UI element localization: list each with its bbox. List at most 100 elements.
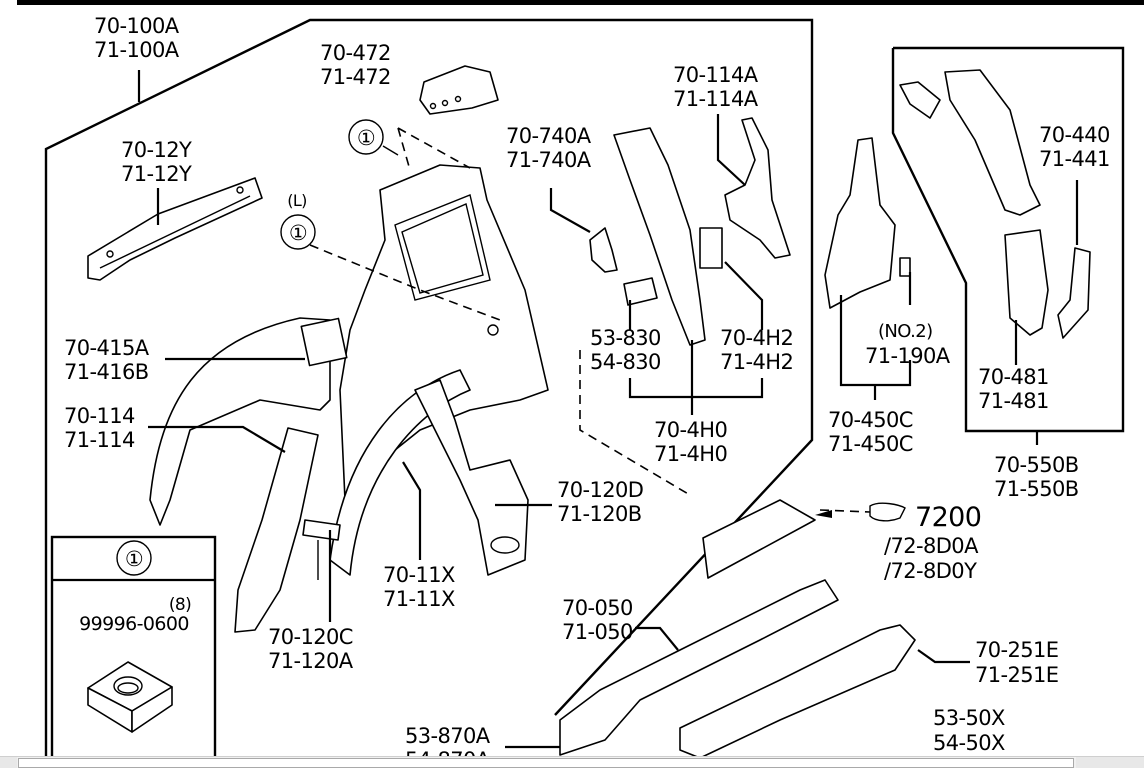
part-050-sill <box>559 579 839 756</box>
svg-text:70-450C: 70-450C <box>828 408 913 432</box>
leader-lines <box>148 114 1079 749</box>
clip-icon <box>869 502 906 522</box>
part-label-481: 70-481 71-481 <box>978 365 1049 413</box>
part-label-7200: 7200 /72-8D0A /72-8D0Y <box>884 502 982 583</box>
svg-text:71-120A: 71-120A <box>268 649 354 673</box>
svg-text:70-481: 70-481 <box>978 365 1049 389</box>
scroll-right-area[interactable] <box>1076 757 1144 768</box>
svg-text:70-120C: 70-120C <box>268 625 353 649</box>
callout-1-top: ① <box>357 126 375 150</box>
svg-text:70-415A: 70-415A <box>64 336 150 360</box>
svg-text:70-740A: 70-740A <box>506 124 592 148</box>
part-label-830: 53-830 54-830 <box>590 326 661 374</box>
scroll-left-button[interactable] <box>0 757 17 768</box>
part-label-251e: 70-251E 71-251E <box>975 638 1059 687</box>
svg-text:53-830: 53-830 <box>590 326 661 350</box>
svg-text:(NO.2): (NO.2) <box>878 321 933 342</box>
top-border-bar <box>17 0 1144 5</box>
svg-text:70-440: 70-440 <box>1039 123 1110 147</box>
part-450c-panel <box>824 137 911 309</box>
svg-text:70-114A: 70-114A <box>673 63 759 87</box>
svg-text:70-4H0: 70-4H0 <box>654 418 727 442</box>
svg-text:71-120B: 71-120B <box>557 502 642 526</box>
part-label-740a: 70-740A 71-740A <box>506 124 592 172</box>
part-label-4h0: 70-4H0 71-4H0 <box>654 418 728 466</box>
svg-text:71-11X: 71-11X <box>383 587 455 611</box>
scrollbar-thumb[interactable] <box>18 758 1074 768</box>
callout-circle-icon <box>280 214 316 250</box>
svg-text:71-4H0: 71-4H0 <box>654 442 727 466</box>
svg-text:70-11X: 70-11X <box>383 563 455 587</box>
part-label-472: 70-472 71-472 <box>320 41 391 89</box>
part-label-11x: 70-11X 71-11X <box>383 563 456 611</box>
callout-circle-icon <box>348 119 384 155</box>
part-550b-pieces <box>899 69 1091 339</box>
part-12y-rail <box>87 177 263 281</box>
svg-text:71-550B: 71-550B <box>994 477 1079 501</box>
part-label-050: 70-050 71-050 <box>562 596 633 644</box>
part-251e-sill <box>679 624 916 759</box>
sub-assembly-frame-550b <box>891 46 1125 433</box>
svg-text:71-100A: 71-100A <box>94 38 180 62</box>
part-120d-bracket <box>414 379 529 576</box>
part-label-415a: 70-415A 71-416B <box>64 336 150 384</box>
svg-text:53-870A: 53-870A <box>405 724 491 748</box>
svg-text:71-481: 71-481 <box>978 389 1049 413</box>
inset-part-number: 99996-0600 <box>79 613 189 635</box>
part-label-50x: 53-50X 54-50X <box>933 706 1006 755</box>
main-assembly-frame <box>44 18 814 760</box>
callout-left-note: (L) <box>287 191 307 210</box>
part-label-114: 70-114 71-114 <box>64 404 136 452</box>
part-label-190a: (NO.2) 71-190A <box>865 321 951 368</box>
svg-text:70-100A: 70-100A <box>94 14 180 38</box>
assembly-dashed-lines <box>309 127 871 513</box>
part-4h2-clip <box>699 227 723 269</box>
part-label-120c: 70-120C 71-120A <box>268 625 354 673</box>
callout-circle-icon <box>116 540 152 576</box>
svg-text:54-50X: 54-50X <box>933 731 1005 755</box>
part-415a-wheelhouse <box>149 317 348 526</box>
part-label-440: 70-440 71-441 <box>1039 123 1110 171</box>
inset-header: ① <box>125 547 143 571</box>
part-label-114a: 70-114A 71-114A <box>673 63 759 111</box>
svg-text:71-441: 71-441 <box>1039 147 1110 171</box>
inset-quantity: (8) <box>169 595 191 615</box>
part-label-450c: 70-450C 71-450C <box>828 408 913 456</box>
svg-text:70-12Y: 70-12Y <box>121 138 192 162</box>
svg-text:71-472: 71-472 <box>320 65 391 89</box>
svg-text:70-120D: 70-120D <box>557 478 643 502</box>
leader-line <box>382 145 399 156</box>
svg-text:53-50X: 53-50X <box>933 706 1005 730</box>
part-label-550b: 70-550B 71-550B <box>994 453 1079 501</box>
horizontal-scrollbar[interactable] <box>0 756 1144 768</box>
svg-text:71-450C: 71-450C <box>828 432 913 456</box>
part-label-main-assembly: 70-100A 71-100A <box>94 14 180 62</box>
svg-text:70-4H2: 70-4H2 <box>720 326 793 350</box>
part-114-pillar <box>234 427 319 633</box>
part-label-4h2: 70-4H2 71-4H2 <box>720 326 794 374</box>
part-114a-panel <box>724 117 791 259</box>
svg-text:71-12Y: 71-12Y <box>121 162 192 186</box>
callout-1-left: ① <box>289 221 307 245</box>
svg-text:54-830: 54-830 <box>590 350 661 374</box>
svg-text:7200: 7200 <box>915 502 981 533</box>
svg-text:70-114: 70-114 <box>64 404 135 428</box>
part-740a-bracket <box>589 227 618 273</box>
part-472-bracket <box>419 65 499 115</box>
part-label-12y: 70-12Y 71-12Y <box>121 138 193 186</box>
svg-text:/72-8D0Y: /72-8D0Y <box>884 559 977 583</box>
part-7200-trim <box>702 499 816 579</box>
svg-text:71-050: 71-050 <box>562 620 633 644</box>
svg-text:71-416B: 71-416B <box>64 360 149 384</box>
svg-text:71-740A: 71-740A <box>506 148 592 172</box>
svg-text:/72-8D0A: /72-8D0A <box>884 534 979 558</box>
inset-box: ① (8) 99996-0600 <box>50 535 217 763</box>
svg-text:71-114: 71-114 <box>64 428 135 452</box>
svg-text:70-050: 70-050 <box>562 596 633 620</box>
svg-text:70-472: 70-472 <box>320 41 391 65</box>
part-830-clip <box>623 277 658 306</box>
arrow-icon <box>815 510 832 518</box>
svg-text:70-251E: 70-251E <box>975 638 1058 662</box>
